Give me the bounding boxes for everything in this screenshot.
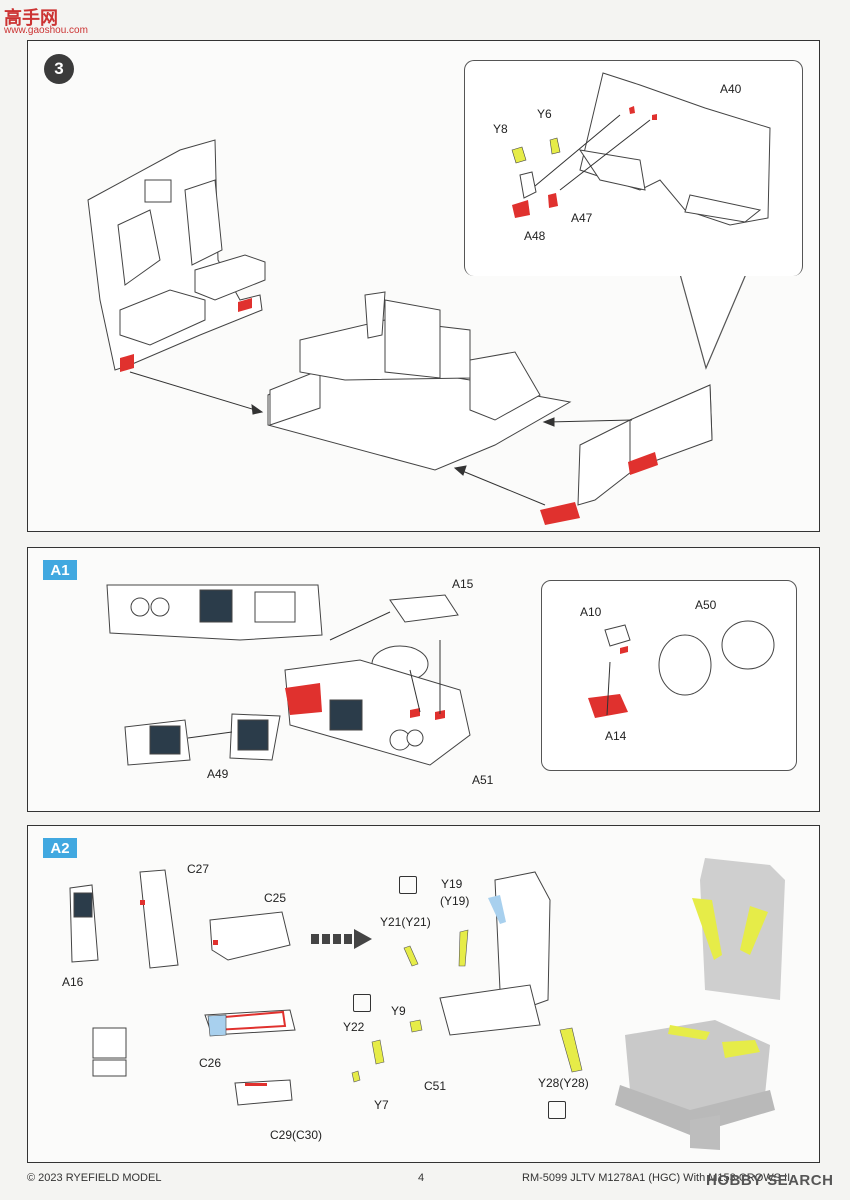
label-y28: Y28(Y28) — [538, 1076, 589, 1090]
footer-copyright: © 2023 RYEFIELD MODEL — [27, 1172, 162, 1184]
glue-icon — [548, 1101, 566, 1119]
label-a49: A49 — [207, 767, 229, 781]
step-a1-tag: A1 — [43, 560, 77, 580]
label-a40: A40 — [720, 82, 742, 96]
footer-product: RM-5099 JLTV M1278A1 (HGC) With M153 CRO… — [522, 1172, 791, 1184]
label-y8: Y8 — [493, 122, 508, 136]
label-a47: A47 — [571, 211, 593, 225]
step-number-badge: 3 — [44, 54, 74, 84]
label-y9: Y9 — [391, 1004, 406, 1018]
label-a15: A15 — [452, 577, 474, 591]
label-c29: C29(C30) — [270, 1128, 323, 1142]
label-y19: Y19 — [441, 877, 463, 891]
label-c51: C51 — [424, 1079, 447, 1093]
label-y7: Y7 — [374, 1098, 389, 1112]
label-y21: Y21(Y21) — [380, 915, 431, 929]
label-y19b: (Y19) — [440, 894, 470, 908]
label-y6: Y6 — [537, 107, 552, 121]
label-a50: A50 — [695, 598, 717, 612]
label-y22: Y22 — [343, 1020, 365, 1034]
label-c26: C26 — [199, 1056, 222, 1070]
label-a10: A10 — [580, 605, 602, 619]
label-a16: A16 — [62, 975, 84, 989]
label-c27: C27 — [187, 862, 210, 876]
watermark-logo: 高手网 — [4, 8, 58, 28]
footer-page-number: 4 — [418, 1172, 425, 1184]
label-a51: A51 — [472, 773, 494, 787]
glue-icon — [353, 994, 371, 1012]
source-watermark: HOBBY SEARCH — [706, 1172, 834, 1189]
label-a48: A48 — [524, 229, 546, 243]
label-a14: A14 — [605, 729, 627, 743]
glue-icon — [399, 876, 417, 894]
watermark-url: www.gaoshou.com — [4, 25, 88, 36]
label-c25: C25 — [264, 891, 287, 905]
step-a2-tag: A2 — [43, 838, 77, 858]
